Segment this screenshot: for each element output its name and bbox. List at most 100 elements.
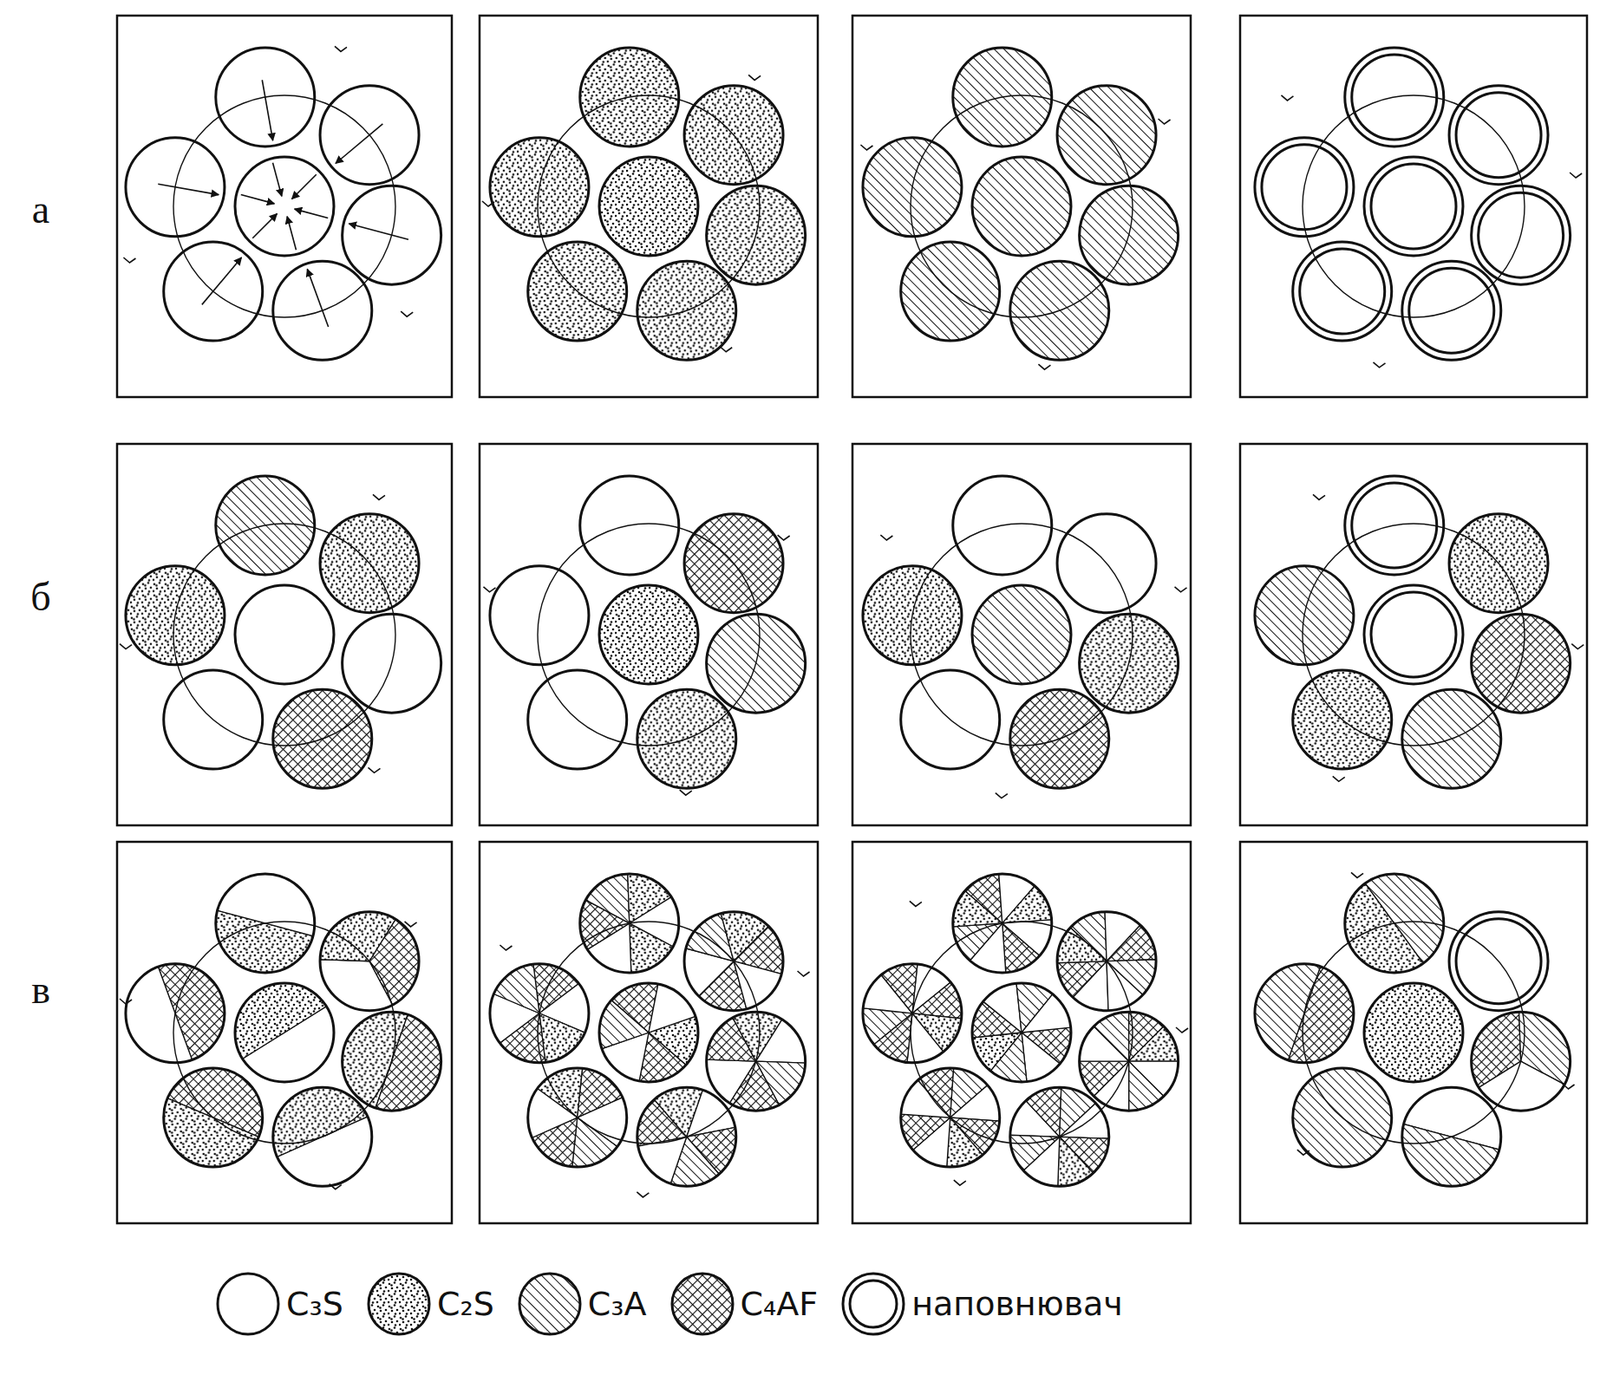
crack-hook — [719, 346, 732, 353]
crack-hook — [372, 494, 386, 500]
crack-hook — [400, 311, 413, 317]
crack-hook — [1297, 1149, 1310, 1156]
clinker-grain — [972, 156, 1072, 256]
legend-text: C₄AF — [740, 1285, 819, 1324]
clinker-grain — [599, 156, 699, 256]
crack-hook — [1312, 494, 1326, 500]
crack-hook — [123, 257, 136, 263]
legend-text: C₂S — [437, 1285, 495, 1324]
clinker-grain — [599, 585, 699, 685]
clinker-grain — [368, 1273, 430, 1335]
clinker-grain — [235, 983, 334, 1083]
crack-hook — [1280, 95, 1294, 101]
panel-frame — [117, 444, 452, 826]
panel-frame — [479, 842, 818, 1224]
legend-swatch — [669, 1271, 736, 1338]
legend-swatch — [215, 1271, 281, 1338]
clinker-grain — [217, 1273, 279, 1335]
stress-arrow — [273, 163, 282, 197]
legend-swatch — [516, 1271, 583, 1338]
crack-ring — [537, 95, 760, 318]
crack-ring — [537, 921, 760, 1144]
crack-hook — [499, 945, 512, 951]
crack-hook — [1158, 118, 1171, 125]
crack-ring — [173, 95, 396, 318]
particle-panel — [1240, 842, 1587, 1224]
particle-panel — [852, 15, 1191, 398]
stress-arrow — [261, 79, 273, 141]
crack-hook — [953, 1180, 967, 1186]
crack-hook — [119, 644, 132, 650]
crack-ring — [910, 921, 1133, 1144]
legend-text: наповнювач — [911, 1285, 1124, 1324]
clinker-grain — [842, 1273, 904, 1335]
panel-frame — [1240, 842, 1587, 1224]
legend-text: C₃A — [587, 1285, 647, 1324]
crack-hook — [797, 971, 810, 977]
clinker-grain — [235, 585, 334, 685]
clinker-grain — [672, 1273, 733, 1335]
panel-frame — [479, 444, 818, 826]
legend: C₃S C₂S C₃A C₄AF наповнювач — [215, 1271, 1124, 1338]
panel-frame — [117, 15, 452, 398]
clinker-grain — [599, 983, 699, 1083]
crack-ring — [173, 921, 396, 1144]
panel-frame — [117, 842, 452, 1224]
crack-hook — [1372, 362, 1385, 368]
clinker-grain — [1364, 585, 1463, 685]
crack-hook — [1571, 644, 1584, 650]
panel-frame — [479, 15, 818, 398]
row-label: а — [32, 186, 50, 233]
crack-hook — [1351, 872, 1364, 878]
clinker-grain — [972, 983, 1072, 1083]
crack-hook — [909, 901, 922, 907]
stress-arrow — [287, 216, 296, 251]
stress-arrow — [252, 213, 277, 238]
legend-item: наповнювач — [840, 1271, 1124, 1338]
crack-hook — [860, 144, 873, 151]
crack-ring — [1302, 95, 1525, 318]
crack-ring — [910, 523, 1133, 746]
panel-frame — [852, 444, 1191, 826]
row-label: б — [30, 574, 51, 621]
legend-item: C₄AF — [669, 1271, 819, 1338]
crack-hook — [404, 921, 418, 928]
stress-arrow — [157, 183, 219, 195]
particle-panel — [117, 842, 452, 1224]
crack-ring — [1302, 921, 1525, 1144]
crack-hook — [636, 1192, 649, 1198]
particle-panel — [479, 444, 818, 826]
panel-frame — [852, 15, 1191, 398]
stress-arrow — [241, 195, 275, 204]
crack-ring — [173, 523, 396, 746]
crack-hook — [334, 45, 347, 52]
crack-hook — [777, 535, 791, 541]
panel-frame — [1240, 444, 1587, 826]
panel-frame — [852, 842, 1191, 1224]
crack-hook — [1569, 172, 1582, 178]
particle-panel — [1240, 444, 1587, 826]
crack-hook — [995, 793, 1008, 799]
legend-item: C₃S — [215, 1271, 344, 1338]
stress-arrow — [294, 208, 329, 218]
crack-hook — [1562, 1084, 1575, 1090]
crack-hook — [119, 999, 132, 1005]
crack-ring — [910, 95, 1133, 318]
crack-hook — [1175, 587, 1188, 593]
particle-panel — [852, 444, 1191, 826]
stress-arrow — [348, 223, 409, 240]
crack-hook — [679, 790, 693, 796]
clinker-grain — [235, 156, 334, 256]
particle-panel — [479, 15, 818, 398]
particle-panel — [117, 15, 452, 398]
crack-hook — [1332, 776, 1346, 782]
legend-item: C₂S — [365, 1271, 495, 1338]
crack-hook — [482, 201, 495, 207]
crack-hook — [880, 535, 893, 541]
crack-hook — [1175, 1027, 1189, 1033]
crack-ring — [537, 523, 760, 746]
clinker-grain — [1364, 156, 1463, 256]
particle-panel — [479, 842, 818, 1224]
stress-arrow — [306, 268, 328, 327]
